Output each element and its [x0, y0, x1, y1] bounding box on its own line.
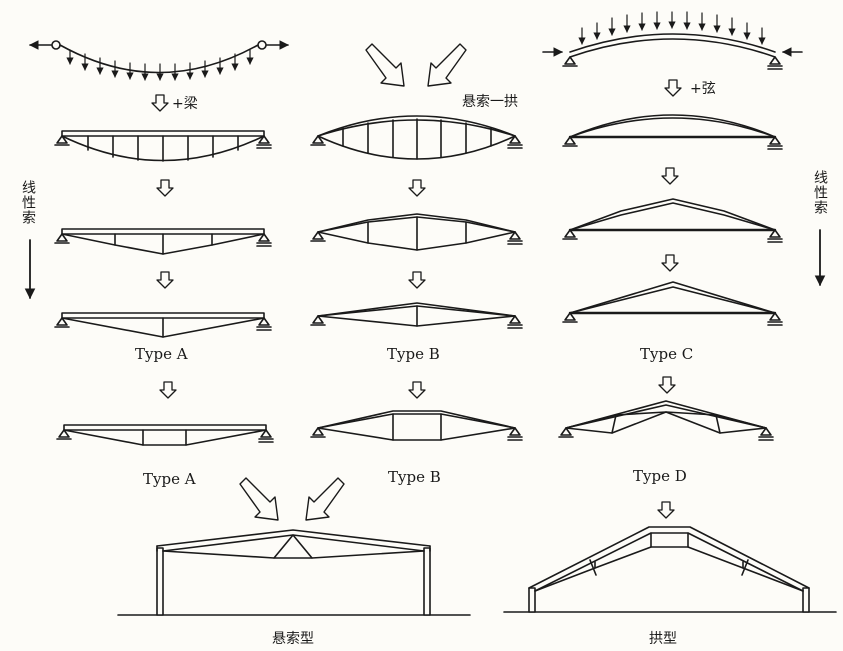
converging-arrows-bottom	[239, 477, 345, 521]
type-a-trapezoid-truss	[56, 424, 274, 446]
arch-type-frame	[503, 526, 837, 613]
beam-with-polygonal-cable	[54, 228, 272, 255]
cable-arch-label: 悬索一拱	[462, 94, 518, 110]
beam-with-curved-cable	[54, 130, 272, 162]
linear-cable-right-label: 线性索	[812, 170, 828, 215]
type-a-second-label: Type A	[143, 470, 196, 488]
loaded-arch	[542, 11, 803, 70]
type-b-trapezoid-truss	[310, 410, 523, 441]
tied-arch	[562, 114, 783, 150]
polygonal-lens-truss	[310, 213, 523, 251]
type-d-label: Type D	[633, 467, 687, 485]
type-a-label: Type A	[135, 345, 188, 363]
converging-arrows-top	[365, 43, 467, 87]
type-b-truss	[310, 302, 523, 329]
type-b-second-label: Type B	[388, 468, 441, 486]
polygonal-tied-arch	[562, 198, 783, 243]
type-c-truss	[562, 281, 783, 326]
suspension-type-frame	[117, 529, 471, 616]
type-d-truss	[558, 400, 774, 441]
chord-label: +弦	[690, 81, 716, 97]
arch-type-label: 拱型	[649, 631, 677, 647]
suspension-type-label: 悬索型	[272, 631, 314, 647]
type-a-truss	[54, 312, 272, 338]
beam-label: +梁	[172, 96, 198, 112]
cable-arch-lens-truss	[310, 115, 523, 160]
type-c-label: Type C	[640, 345, 694, 363]
type-b-label: Type B	[387, 345, 440, 363]
linear-cable-left-label: 线性索	[20, 180, 36, 225]
hanging-cable-with-loads	[29, 40, 289, 81]
